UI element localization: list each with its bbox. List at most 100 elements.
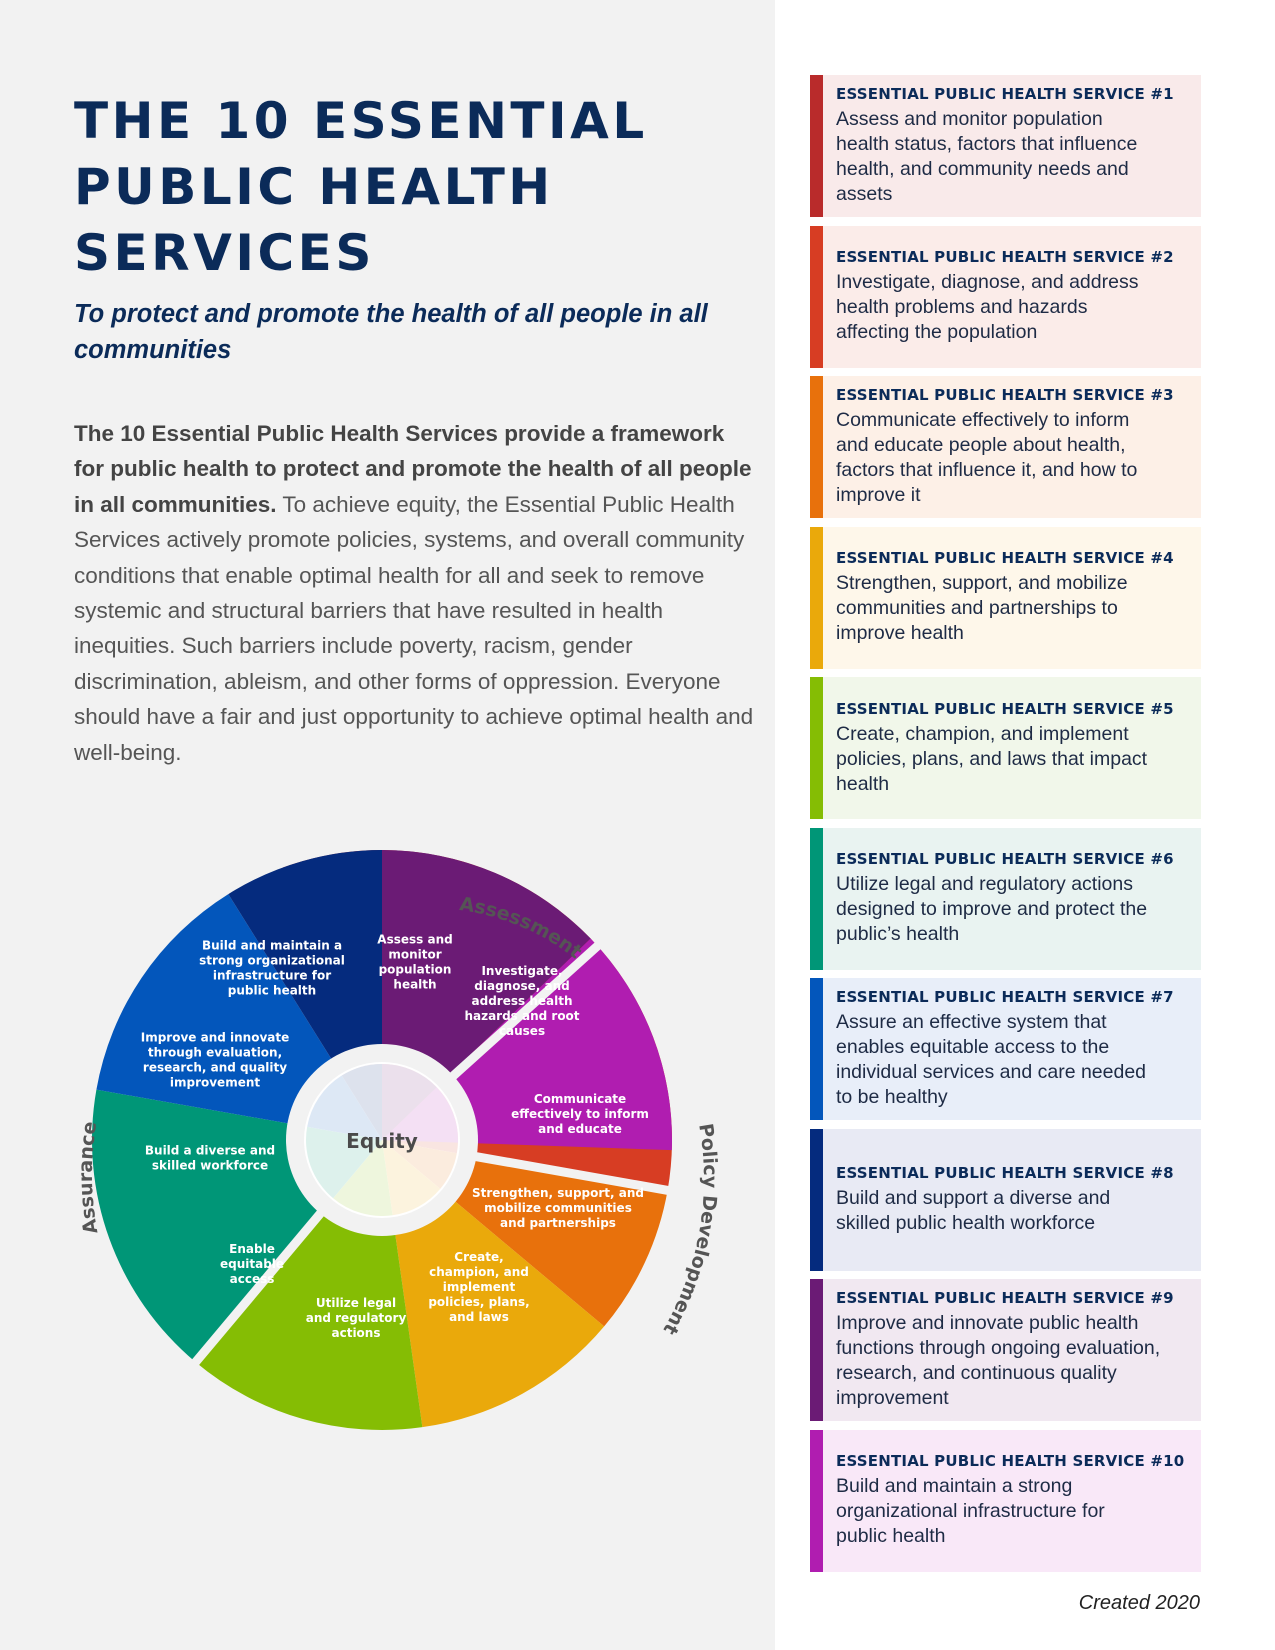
service-description-line: Strengthen, support, and mobilize bbox=[836, 572, 1128, 594]
wheel-label-line: mobilize communities bbox=[484, 1201, 632, 1215]
service-color-bar bbox=[810, 1279, 823, 1421]
wheel-label-line: Improve and innovate bbox=[141, 1031, 290, 1045]
equity-tint-8 bbox=[341, 1064, 382, 1140]
service-description-line: policies, plans, and laws that impact bbox=[836, 747, 1148, 770]
wheel-segment-6 bbox=[91, 1089, 329, 1363]
service-heading: ESSENTIAL PUBLIC HEALTH SERVICE #8 bbox=[836, 1163, 1174, 1182]
service-description-line: Improve and innovate public health bbox=[836, 1312, 1139, 1334]
section-divider-2 bbox=[467, 1150, 675, 1196]
service-description-line: factors that influence it, and how to bbox=[836, 459, 1138, 481]
section-divider-3 bbox=[188, 1204, 329, 1370]
wheel-label-line: skilled workforce bbox=[152, 1159, 268, 1173]
service-heading: ESSENTIAL PUBLIC HEALTH SERVICE #6 bbox=[836, 850, 1174, 868]
service-description: Improve and innovate public health functi… bbox=[836, 1311, 1191, 1411]
service-color-bar bbox=[810, 225, 823, 368]
wheel-label-line: effectively to inform bbox=[511, 1107, 649, 1121]
service-description-line: public’s health bbox=[836, 923, 960, 945]
wheel-label-line: actions bbox=[332, 1326, 381, 1340]
service-description-line: health problems and hazards bbox=[836, 296, 1088, 318]
service-description-line: Investigate, diagnose, and address bbox=[836, 271, 1139, 293]
service-color-bar bbox=[810, 827, 823, 970]
wheel-label-line: and laws bbox=[449, 1310, 509, 1324]
equity-hub: Equity bbox=[286, 1044, 478, 1236]
service-heading: ESSENTIAL PUBLIC HEALTH SERVICE #5 bbox=[836, 699, 1174, 718]
service-color-bar bbox=[810, 978, 823, 1120]
service-description-line: functions through ongoing evaluation, bbox=[836, 1337, 1161, 1359]
service-color-bar bbox=[810, 1128, 823, 1271]
service-color-bar bbox=[810, 1429, 823, 1572]
service-card-8: ESSENTIAL PUBLIC HEALTH SERVICE #8 Build … bbox=[810, 1128, 1201, 1271]
service-description-line: Create, champion, and implement bbox=[836, 722, 1129, 745]
equity-tint-4 bbox=[382, 1140, 441, 1216]
wheel-label-line: Build and maintain a bbox=[202, 939, 342, 953]
service-description-line: and educate people about health, bbox=[836, 434, 1126, 456]
wheel-label-line: Enable bbox=[229, 1242, 275, 1256]
wheel-segment-4 bbox=[393, 1193, 605, 1428]
service-card-4: ESSENTIAL PUBLIC HEALTH SERVICE #4 Streng… bbox=[810, 526, 1201, 669]
wheel-label-line: research, and quality bbox=[143, 1061, 287, 1075]
wheel-label-line: and educate bbox=[538, 1122, 622, 1136]
intro-bold: The 10 Essential Public Health Services … bbox=[74, 421, 752, 517]
service-description-line: affecting the population bbox=[836, 321, 1038, 343]
wheel-label-line: public health bbox=[228, 984, 316, 998]
service-description-line: improve it bbox=[836, 484, 921, 506]
service-color-bar bbox=[810, 677, 823, 819]
service-description: Build and maintain a strong organizationa… bbox=[836, 1474, 1191, 1549]
wheel-label-line: implement bbox=[443, 1280, 516, 1294]
service-heading: ESSENTIAL PUBLIC HEALTH SERVICE #4 bbox=[836, 549, 1174, 567]
wheel-label-line: equitable bbox=[220, 1257, 284, 1271]
wheel-segment-8 bbox=[228, 850, 382, 1069]
service-color-bar bbox=[810, 526, 823, 669]
title-line-3: SERVICES bbox=[74, 224, 375, 282]
wheel-label-line: through evaluation, bbox=[148, 1046, 282, 1060]
service-card-9: ESSENTIAL PUBLIC HEALTH SERVICE #9 Improv… bbox=[810, 1279, 1201, 1421]
wheel-label-line: monitor bbox=[388, 948, 441, 962]
title-line-2: PUBLIC HEALTH bbox=[74, 158, 554, 216]
equity-tint-1 bbox=[356, 1064, 439, 1140]
wheel-segments bbox=[91, 850, 675, 1430]
subtitle: To protect and promote the health of all… bbox=[74, 300, 708, 364]
service-description-line: to be healthy bbox=[836, 1086, 948, 1108]
service-description-line: health, and community needs and bbox=[836, 158, 1129, 180]
wheel-segment-5 bbox=[195, 1204, 423, 1430]
wheel-label-line: Assess and bbox=[377, 933, 452, 947]
service-card-5: ESSENTIAL PUBLIC HEALTH SERVICE #5 Create… bbox=[810, 677, 1201, 819]
service-description-line: Build and maintain a strong bbox=[836, 1475, 1073, 1497]
service-description-line: communities and partnerships to bbox=[836, 597, 1118, 619]
service-description-line: Assess and monitor population bbox=[836, 108, 1103, 130]
equity-tint-5 bbox=[333, 1140, 393, 1216]
created-date: Created 2020 bbox=[1078, 1592, 1200, 1614]
service-heading: ESSENTIAL PUBLIC HEALTH SERVICE #7 bbox=[836, 988, 1174, 1006]
service-heading: ESSENTIAL PUBLIC HEALTH SERVICE #9 bbox=[836, 1289, 1174, 1307]
equity-tint-6 bbox=[306, 1126, 382, 1199]
service-description-line: improve health bbox=[836, 622, 964, 644]
service-heading: ESSENTIAL PUBLIC HEALTH SERVICE #10 bbox=[836, 1452, 1185, 1470]
service-description-line: health bbox=[836, 772, 890, 795]
wheel-segment-9 bbox=[382, 850, 591, 1082]
service-description-line: assets bbox=[836, 183, 893, 205]
equity-tint-3 bbox=[382, 1140, 457, 1189]
wheel-label-line: improvement bbox=[170, 1076, 261, 1090]
wheel-label-line: diagnose, and bbox=[474, 979, 569, 993]
service-description-line: organizational infrastructure for bbox=[836, 1500, 1105, 1522]
service-description-line: Assure an effective system that bbox=[836, 1011, 1107, 1033]
equity-tint-10 bbox=[382, 1087, 458, 1143]
service-description-line: public health bbox=[836, 1525, 946, 1547]
